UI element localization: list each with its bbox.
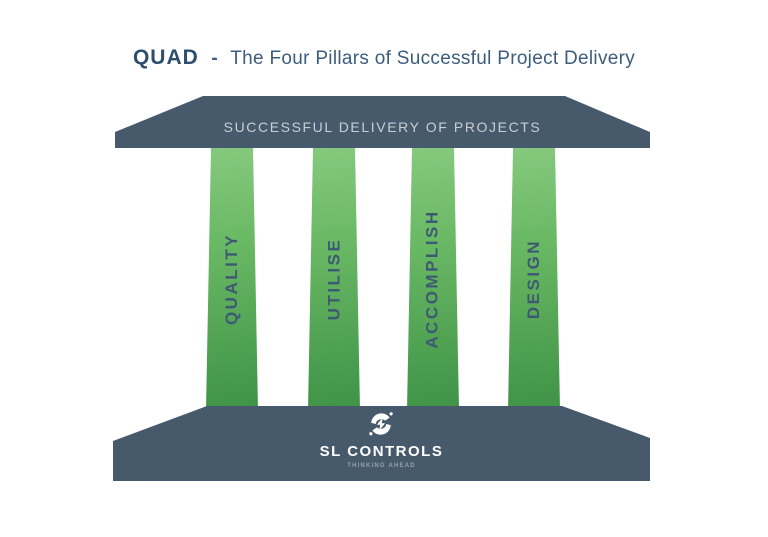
pillar-label-quality: QUALITY [222, 232, 242, 326]
roof-label: SUCCESSFUL DELIVERY OF PROJECTS [223, 119, 542, 135]
pillar-quality: QUALITY [206, 148, 258, 410]
sl-controls-logo-icon [369, 412, 394, 436]
page-title: QUAD - The Four Pillars of Successful Pr… [0, 46, 768, 70]
base-plinth: SL CONTROLS THINKING AHEAD [113, 406, 650, 481]
sl-controls-logo: SL CONTROLS THINKING AHEAD [320, 409, 444, 469]
title-text: The Four Pillars of Successful Project D… [230, 48, 636, 69]
brand-name: SL CONTROLS [319, 443, 444, 460]
roof-entablature: SUCCESSFUL DELIVERY OF PROJECTS [115, 96, 650, 148]
pillar-label-accomplish: ACCOMPLISH [423, 209, 442, 349]
brand-tagline: THINKING AHEAD [347, 463, 416, 469]
pillar-accomplish: ACCOMPLISH [407, 148, 459, 410]
pillar-label-design: DESIGN [524, 238, 543, 320]
title-separator: - [211, 48, 219, 69]
pillar-label-utilise: UTILISE [324, 237, 344, 321]
title-quad-label: QUAD [132, 46, 199, 69]
pillar-utilise: UTILISE [308, 148, 360, 410]
pillar-design: DESIGN [508, 148, 560, 410]
